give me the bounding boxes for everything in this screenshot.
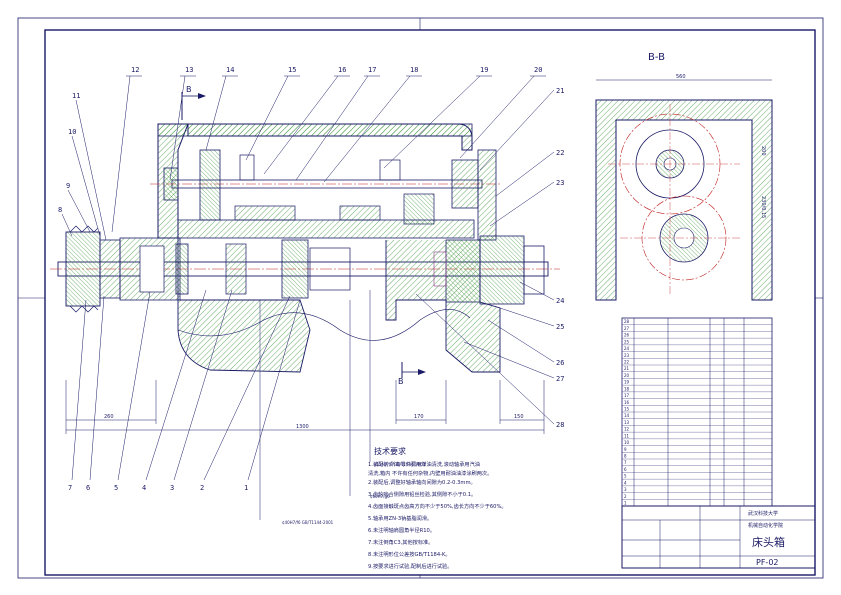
bom-row-number: 8 bbox=[624, 454, 627, 459]
part-num-5: 5 bbox=[114, 484, 118, 492]
bom-row-number: 18 bbox=[624, 386, 630, 391]
part-num-3: 3 bbox=[170, 484, 174, 492]
part-num-28: 28 bbox=[556, 421, 564, 429]
dimensions: 260 1300 170 150 bbox=[65, 380, 545, 434]
fit-label-1: ¢40H7/f6 GB/T1144-2001 bbox=[282, 520, 334, 525]
bom-row-number: 7 bbox=[624, 460, 627, 465]
part-num-27: 27 bbox=[556, 375, 564, 383]
part-num-21: 21 bbox=[556, 87, 564, 95]
part-num-24: 24 bbox=[556, 297, 564, 305]
cut-marker-top: B bbox=[186, 85, 192, 94]
part-labels-left: 11 10 9 8 bbox=[58, 92, 107, 241]
bom-row-number: 14 bbox=[624, 413, 630, 418]
technical-notes: 技术要求 1.装配前,所有零件要用煤油清洗,滚动轴承用汽油 清洗,箱内 不许有任… bbox=[368, 446, 507, 570]
section-title: B-B bbox=[648, 52, 665, 63]
dim-section-h1: 200 bbox=[760, 146, 766, 156]
bom-table: 2827262524232221201918171615141312111098… bbox=[621, 317, 773, 507]
notes-title: 技术要求 bbox=[374, 446, 406, 456]
part-num-25: 25 bbox=[556, 323, 564, 331]
part-labels-top: 12 13 14 15 16 17 18 19 20 bbox=[111, 66, 546, 233]
bom-row-number: 17 bbox=[624, 393, 630, 398]
part-num-15: 15 bbox=[288, 66, 296, 74]
bom-row-number: 15 bbox=[624, 407, 630, 412]
title-block: 武汉科技大学 机械自动化学院 床头箱 PF-02 bbox=[621, 505, 816, 569]
fit-label-2: ¢60H7/g6 bbox=[370, 494, 390, 499]
drawing-title: 床头箱 bbox=[752, 535, 785, 549]
part-num-16: 16 bbox=[338, 66, 346, 74]
note-1b: 清洗,箱内 不许有任何杂物,内壁用耐油油漆涂刷两次。 bbox=[368, 469, 492, 477]
bom-row-number: 4 bbox=[624, 480, 627, 485]
bom-row-number: 23 bbox=[624, 353, 630, 358]
bom-row-number: 12 bbox=[624, 427, 630, 432]
bom-row-number: 27 bbox=[624, 326, 630, 331]
bom-row-number: 28 bbox=[624, 319, 630, 324]
part-num-22: 22 bbox=[556, 149, 564, 157]
part-num-26: 26 bbox=[556, 359, 564, 367]
part-labels-right: 21 22 23 24 25 26 27 28 bbox=[415, 87, 564, 429]
dim-section-h2: 230/0.15 bbox=[760, 196, 766, 218]
main-section-view bbox=[50, 92, 560, 378]
cut-marker-bottom: B bbox=[398, 377, 404, 386]
bom-row-number: 25 bbox=[624, 339, 630, 344]
bom-row-number: 6 bbox=[624, 467, 627, 472]
part-num-8: 8 bbox=[58, 206, 62, 214]
part-num-1: 1 bbox=[244, 484, 248, 492]
part-num-6: 6 bbox=[86, 484, 90, 492]
school-dept: 机械自动化学院 bbox=[748, 522, 783, 529]
note-6: 6.未注明轴肩圆角半径R10。 bbox=[368, 526, 435, 534]
bom-row-number: 5 bbox=[624, 474, 627, 479]
part-num-13: 13 bbox=[185, 66, 193, 74]
note-5: 5.轴承用ZN-3钠基脂润滑。 bbox=[368, 514, 432, 522]
note-8: 8.未注明形位公差按GB/T1184-K。 bbox=[368, 550, 451, 558]
inner-border bbox=[44, 29, 816, 576]
part-num-9: 9 bbox=[66, 182, 70, 190]
bom-row-number: 24 bbox=[624, 346, 630, 351]
part-labels-bottom: 7 6 5 4 3 2 1 bbox=[68, 289, 301, 492]
bom-row-number: 20 bbox=[624, 373, 630, 378]
bom-row-number: 2 bbox=[624, 494, 627, 499]
bom-row-number: 1 bbox=[624, 501, 627, 506]
bom-row-number: 26 bbox=[624, 333, 630, 338]
part-num-18: 18 bbox=[410, 66, 418, 74]
bom-row-number: 16 bbox=[624, 400, 630, 405]
bom-row-number: 19 bbox=[624, 380, 630, 385]
note-4: 4.齿面接触斑点齿高方向不少于50%,齿长方向不少于60%。 bbox=[368, 502, 507, 510]
bom-row-number: 13 bbox=[624, 420, 630, 425]
part-num-11: 11 bbox=[72, 92, 80, 100]
note-1: 1.装配前,所有零件要用煤油清洗,滚动轴承用汽油 bbox=[368, 460, 480, 468]
bom-row-number: 21 bbox=[624, 366, 630, 371]
part-num-10: 10 bbox=[68, 128, 76, 136]
school-name: 武汉科技大学 bbox=[748, 510, 778, 517]
fit-annotations: ¢40H7/f6 GB/T1144-2001 ¢60H7/g6 ¢12H7/f6… bbox=[259, 290, 426, 525]
part-num-23: 23 bbox=[556, 179, 564, 187]
dim-right: 150 bbox=[514, 414, 524, 420]
dim-section-width: 560 bbox=[676, 74, 686, 80]
note-2: 2.装配后,调整好轴承轴向间隙为0.2-0.3mm。 bbox=[368, 478, 476, 486]
bom-row-number: 10 bbox=[624, 440, 630, 445]
dim-total: 1300 bbox=[296, 424, 309, 430]
pulley bbox=[65, 231, 101, 307]
dim-mid: 170 bbox=[414, 414, 424, 420]
part-num-7: 7 bbox=[68, 484, 72, 492]
bom-row-number: 22 bbox=[624, 360, 630, 365]
drawing-number: PF-02 bbox=[756, 558, 779, 567]
note-9: 9.按要求进行试验,配制后进行试验。 bbox=[368, 562, 452, 570]
section-bb-view: B-B 560 200 230/0.15 bbox=[595, 52, 773, 301]
part-num-19: 19 bbox=[480, 66, 488, 74]
part-num-20: 20 bbox=[534, 66, 542, 74]
note-3: 3.齿轮啮合侧隙用铅丝检验,其侧隙不小于0.1。 bbox=[368, 490, 476, 498]
bom-row-number: 9 bbox=[624, 447, 627, 452]
part-num-14: 14 bbox=[226, 66, 234, 74]
dim-left: 260 bbox=[104, 414, 114, 420]
part-num-2: 2 bbox=[200, 484, 204, 492]
bom-row-number: 3 bbox=[624, 487, 627, 492]
part-num-4: 4 bbox=[142, 484, 146, 492]
fit-label-3: ¢12H7/f6 GB/T1144-2001 bbox=[374, 462, 426, 467]
part-num-17: 17 bbox=[368, 66, 376, 74]
bom-row-number: 11 bbox=[624, 433, 630, 438]
note-7: 7.未注倒角C3,其他按标准。 bbox=[368, 538, 433, 546]
part-num-12: 12 bbox=[131, 66, 139, 74]
